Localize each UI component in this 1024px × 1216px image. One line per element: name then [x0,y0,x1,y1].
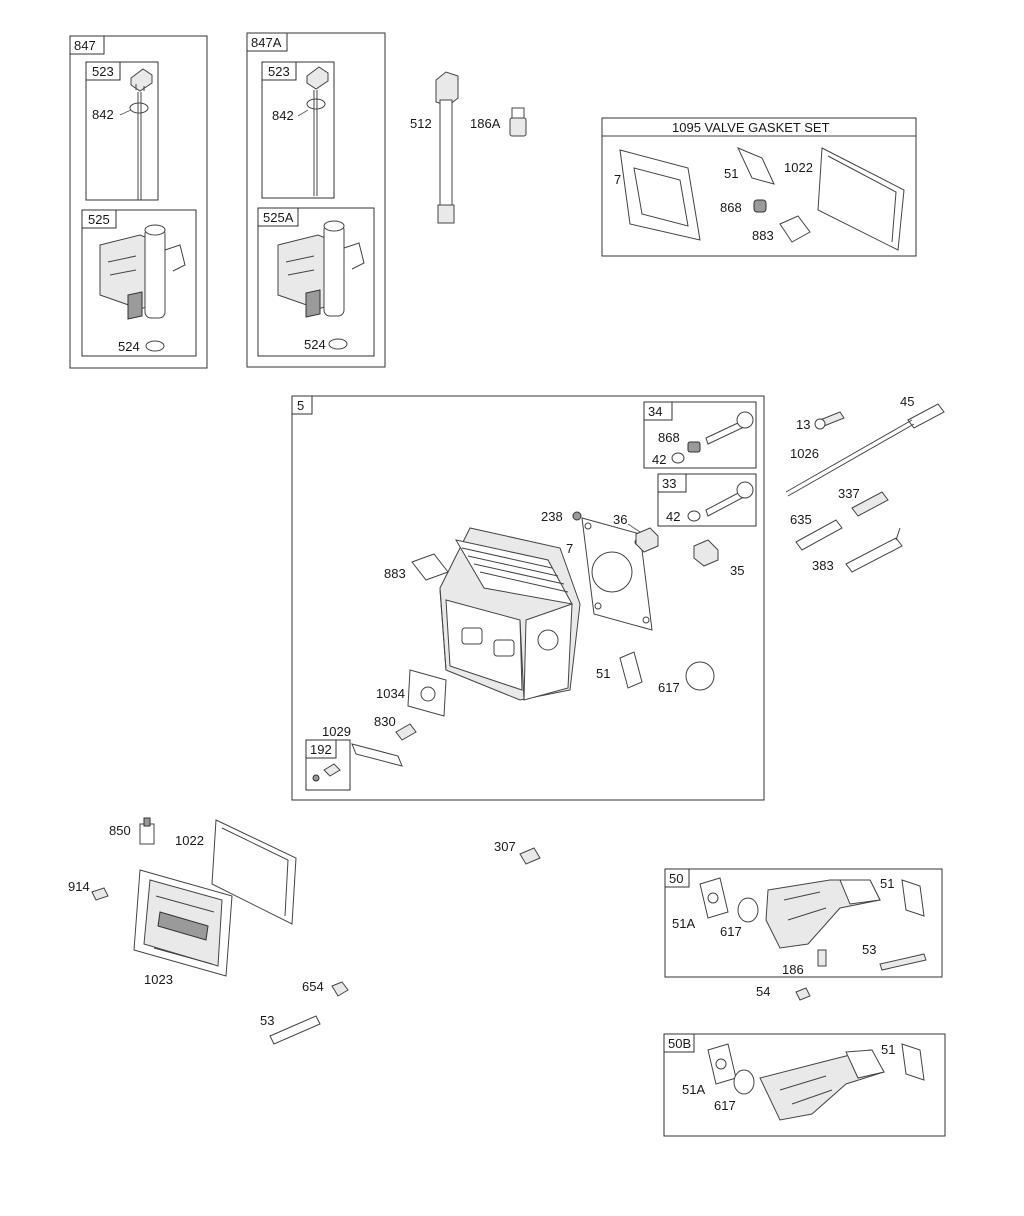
group-192-tag: 192 [310,742,332,757]
part-512: 512 [410,71,459,224]
label-914: 914 [68,879,90,894]
label-337: 337 [838,486,860,501]
label-1022-a: 1022 [784,160,813,175]
label-1034: 1034 [376,686,405,701]
group-5: 5 34 868 42 33 42 [291,395,765,801]
group-523-tag: 523 [92,64,114,79]
group-525a-tag: 525A [263,210,294,225]
oil-fill-tube-part-b [277,220,365,318]
label-654: 654 [302,979,324,994]
label-53-b: 53 [862,942,876,957]
group-5-tag: 5 [297,398,304,413]
label-883-b: 883 [384,566,406,581]
label-883-a: 883 [752,228,774,243]
label-35: 35 [730,563,744,578]
group-50: 50 51A 617 51 53 186 54 [664,868,943,1001]
group-847-tag: 847 [74,38,96,53]
label-13: 13 [796,417,810,432]
label-617-a: 617 [658,680,680,695]
label-45: 45 [900,394,914,409]
label-53-a: 53 [260,1013,274,1028]
label-7-a: 7 [614,172,621,187]
label-51-c: 51 [880,876,894,891]
label-383: 383 [812,558,834,573]
valve-gasket-set-box: 1095 VALVE GASKET SET 7 51 1022 868 883 [601,117,917,257]
oil-fill-tube-part [99,224,186,320]
label-512: 512 [410,116,432,131]
label-524-a: 524 [118,339,140,354]
label-617-c: 617 [714,1098,736,1113]
label-42-a: 42 [652,452,666,467]
label-635: 635 [790,512,812,527]
label-868-a: 868 [720,200,742,215]
label-42-b: 42 [666,509,680,524]
part-186a: 186A [470,107,527,137]
label-617-b: 617 [720,924,742,939]
label-51a-1: 51A [672,916,695,931]
group-847a: 847A 523 842 525A 524 [246,32,386,368]
cylinder-head-part [439,527,581,701]
intake-manifold-part [765,879,881,949]
label-1029: 1029 [322,724,351,739]
dipstick-part [129,68,153,200]
label-842-b: 842 [272,108,294,123]
label-36: 36 [613,512,627,527]
label-830: 830 [374,714,396,729]
label-842-a: 842 [92,107,114,122]
label-238: 238 [541,509,563,524]
label-186: 186 [782,962,804,977]
label-524-b: 524 [304,337,326,352]
group-525-tag: 525 [88,212,110,227]
label-850: 850 [109,823,131,838]
group-847a-tag: 847A [251,35,282,50]
group-50b: 50B 51A 617 51 [663,1033,946,1137]
dipstick-part-b [306,66,329,196]
label-307: 307 [494,839,516,854]
valve-cover-part [133,869,233,977]
label-7-b: 7 [566,541,573,556]
label-51-d: 51 [881,1042,895,1057]
group-523-b-tag: 523 [268,64,290,79]
valve-train-parts: 13 45 1026 337 635 383 [785,394,945,573]
group-34-tag: 34 [648,404,662,419]
intake-manifold-part-b [759,1049,885,1121]
label-868-b: 868 [658,430,680,445]
label-54: 54 [756,984,770,999]
label-51-b: 51 [596,666,610,681]
group-847: 847 523 842 525 524 [69,35,208,369]
group-50b-tag: 50B [668,1036,691,1051]
label-1023: 1023 [144,972,173,987]
group-33-tag: 33 [662,476,676,491]
label-1026: 1026 [790,446,819,461]
label-1022-b: 1022 [175,833,204,848]
label-186a: 186A [470,116,501,131]
group-50-tag: 50 [669,871,683,886]
label-51a-2: 51A [682,1082,705,1097]
label-51-a: 51 [724,166,738,181]
valve-cover-area: 850 1022 914 1023 654 53 307 [68,817,541,1045]
valve-gasket-set-title: 1095 VALVE GASKET SET [672,120,830,135]
